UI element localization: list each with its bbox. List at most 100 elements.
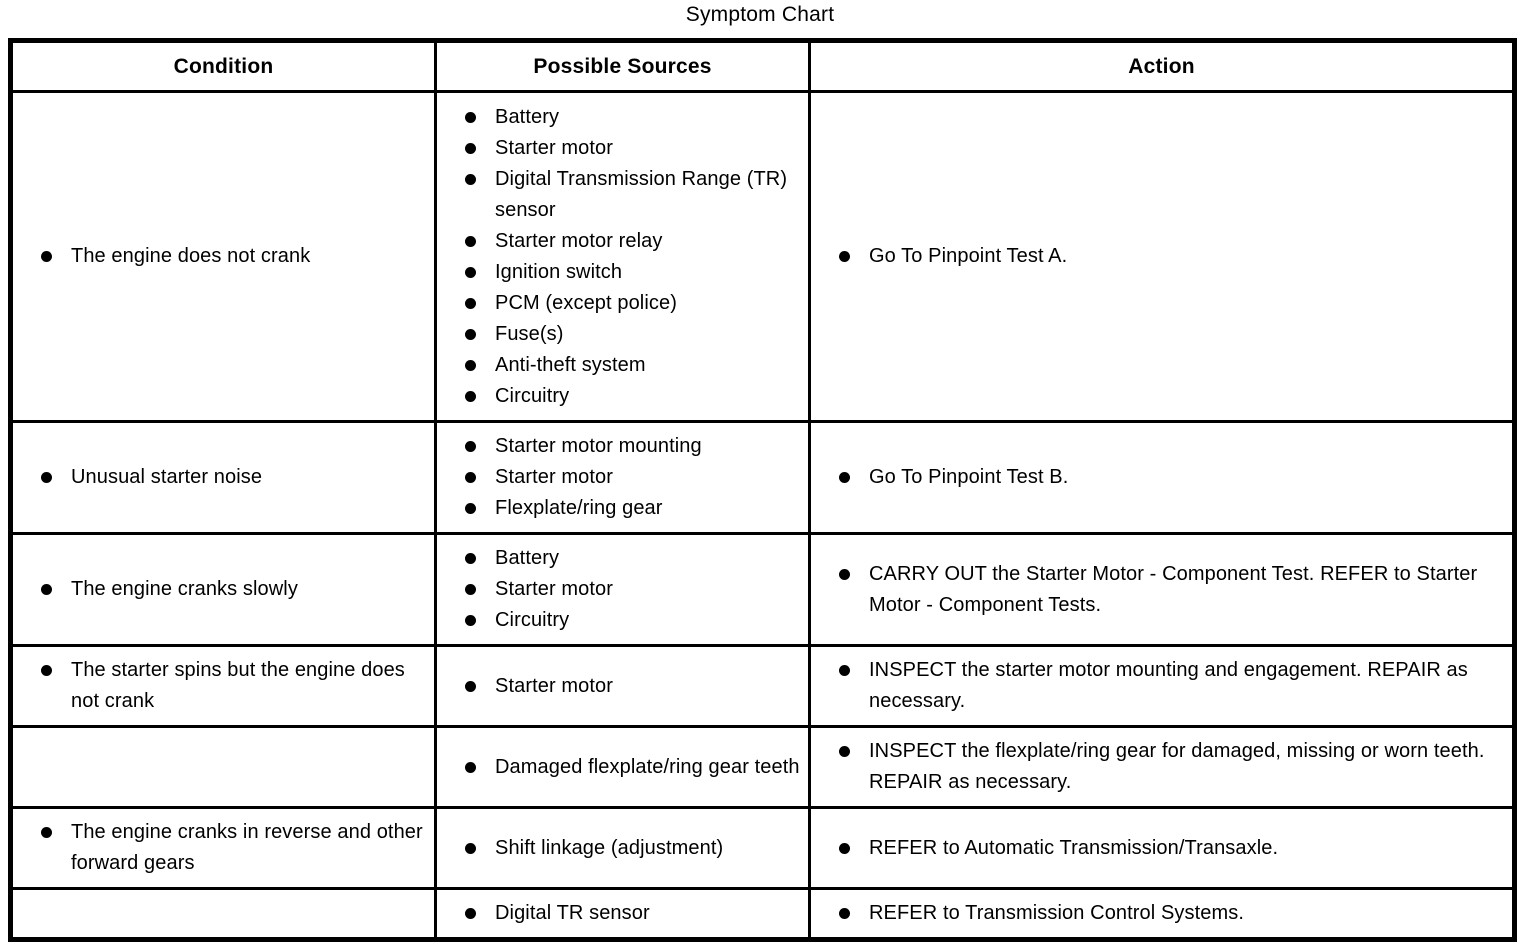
actions-list: Go To Pinpoint Test B. — [817, 462, 1506, 493]
bullet-icon — [465, 680, 476, 692]
possible-sources-cell: Damaged flexplate/ring gear teeth — [434, 725, 811, 809]
bullet-icon — [465, 111, 476, 123]
bullet-icon — [465, 328, 476, 340]
bullet-icon — [465, 359, 476, 371]
condition-cell: The engine cranks in reverse and other f… — [9, 806, 437, 890]
sources-list: Starter motor — [443, 671, 802, 702]
item-text: Starter motor — [495, 674, 613, 697]
bullet-icon — [465, 142, 476, 154]
item-text: Ignition switch — [495, 260, 623, 283]
item-text: Starter motor — [495, 466, 613, 488]
item-text: Damaged flexplate/ring gear teeth — [495, 755, 800, 778]
possible-sources-cell: Digital TR sensor — [434, 887, 811, 941]
item-text: Circuitry — [495, 384, 570, 407]
item-text: Digital TR sensor — [495, 902, 650, 924]
bullet-icon — [41, 584, 52, 595]
bullet-item: Battery — [443, 543, 802, 574]
item-text: Shift linkage (adjustment) — [495, 836, 724, 859]
condition-list: The engine does not crank — [19, 241, 428, 272]
condition-cell — [9, 725, 437, 809]
condition-list: The engine cranks slowly — [19, 574, 428, 605]
bullet-icon — [839, 472, 850, 483]
bullet-item: Flexplate/ring gear — [443, 493, 802, 524]
item-text: REFER to Automatic Transmission/Transaxl… — [869, 836, 1279, 859]
item-text: Starter motor — [495, 136, 613, 159]
bullet-item: Unusual starter noise — [19, 462, 428, 493]
column-header-possible-sources: Possible Sources — [434, 39, 811, 93]
action-cell: REFER to Transmission Control Systems. — [808, 887, 1516, 941]
bullet-item: Starter motor — [443, 462, 802, 493]
column-header-condition: Condition — [9, 39, 437, 93]
symptom-chart-table: Condition Possible Sources Action The en… — [8, 38, 1517, 942]
bullet-item: INSPECT the starter motor mounting and e… — [817, 655, 1506, 717]
bullet-icon — [465, 503, 476, 514]
sources-list: Digital TR sensor — [443, 898, 802, 929]
table-row: Unusual starter noise Starter motor mount… — [9, 420, 1516, 535]
condition-cell — [9, 887, 437, 941]
item-text: CARRY OUT the Starter Motor - Component … — [869, 562, 1478, 616]
bullet-item: The engine does not crank — [19, 241, 428, 272]
item-text: Battery — [495, 105, 560, 128]
sources-list: Damaged flexplate/ring gear teeth — [443, 752, 802, 783]
action-cell: REFER to Automatic Transmission/Transaxl… — [808, 806, 1516, 890]
bullet-icon — [41, 251, 52, 262]
item-text: Digital Transmission Range (TR) sensor — [495, 167, 788, 221]
bullet-item: The engine cranks slowly — [19, 574, 428, 605]
bullet-item: Starter motor — [443, 133, 802, 164]
bullet-item: Starter motor — [443, 671, 802, 702]
bullet-item: Anti-theft system — [443, 350, 802, 381]
item-text: The starter spins but the engine does no… — [71, 659, 405, 712]
bullet-icon — [465, 615, 476, 626]
condition-list: The engine cranks in reverse and other f… — [19, 817, 428, 879]
actions-list: REFER to Automatic Transmission/Transaxl… — [817, 833, 1506, 864]
item-text: INSPECT the starter motor mounting and e… — [869, 659, 1468, 712]
bullet-icon — [839, 842, 850, 854]
bullet-item: INSPECT the flexplate/ring gear for dama… — [817, 736, 1506, 798]
bullet-item: Circuitry — [443, 381, 802, 412]
bullet-icon — [465, 584, 476, 595]
bullet-item: Digital Transmission Range (TR) sensor — [443, 164, 802, 226]
item-text: Battery — [495, 547, 560, 569]
item-text: Go To Pinpoint Test B. — [869, 466, 1069, 488]
bullet-icon — [465, 441, 476, 452]
bullet-item: Damaged flexplate/ring gear teeth — [443, 752, 802, 783]
bullet-icon — [465, 761, 476, 773]
actions-list: CARRY OUT the Starter Motor - Component … — [817, 559, 1506, 621]
bullet-item: Starter motor — [443, 574, 802, 605]
sources-list: Shift linkage (adjustment) — [443, 833, 802, 864]
possible-sources-cell: Shift linkage (adjustment) — [434, 806, 811, 890]
action-cell: INSPECT the flexplate/ring gear for dama… — [808, 725, 1516, 809]
bullet-icon — [839, 746, 850, 757]
bullet-item: Starter motor mounting — [443, 431, 802, 462]
condition-cell: The starter spins but the engine does no… — [9, 644, 437, 728]
condition-cell: Unusual starter noise — [9, 420, 437, 535]
condition-cell: The engine cranks slowly — [9, 532, 437, 647]
column-header-action: Action — [808, 39, 1516, 93]
item-text: Starter motor relay — [495, 229, 663, 252]
action-cell: INSPECT the starter motor mounting and e… — [808, 644, 1516, 728]
table-row: The engine cranks in reverse and other f… — [9, 806, 1516, 890]
item-text: The engine cranks slowly — [71, 578, 298, 600]
possible-sources-cell: Starter motor — [434, 644, 811, 728]
table-row: The starter spins but the engine does no… — [9, 644, 1516, 728]
bullet-item: Shift linkage (adjustment) — [443, 833, 802, 864]
bullet-icon — [465, 390, 476, 402]
actions-list: INSPECT the starter motor mounting and e… — [817, 655, 1506, 717]
item-text: The engine cranks in reverse and other f… — [71, 821, 423, 874]
condition-list: The starter spins but the engine does no… — [19, 655, 428, 717]
bullet-item: REFER to Transmission Control Systems. — [817, 898, 1506, 929]
item-text: Starter motor — [495, 578, 613, 600]
bullet-icon — [839, 908, 850, 919]
bullet-item: CARRY OUT the Starter Motor - Component … — [817, 559, 1506, 621]
bullet-icon — [41, 827, 52, 838]
item-text: Go To Pinpoint Test A. — [869, 245, 1068, 267]
bullet-icon — [41, 472, 52, 483]
bullet-item: The starter spins but the engine does no… — [19, 655, 428, 717]
item-text: INSPECT the flexplate/ring gear for dama… — [869, 740, 1485, 793]
bullet-item: The engine cranks in reverse and other f… — [19, 817, 428, 879]
